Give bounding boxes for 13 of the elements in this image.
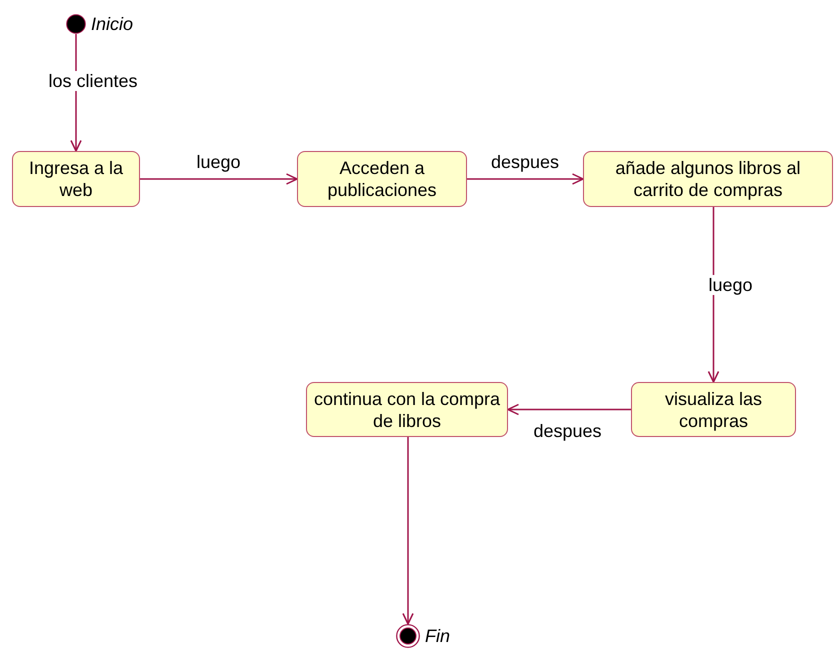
state-box: añade algunos libros al carrito de compras xyxy=(583,151,833,207)
state-caption: Inicio xyxy=(91,13,134,35)
state-box: Ingresa a la web xyxy=(12,151,140,207)
transition-arrow xyxy=(402,437,414,625)
state-box: continua con la compra de libros xyxy=(306,382,508,437)
state-box: Acceden a publicaciones xyxy=(297,151,467,207)
state-caption: Fin xyxy=(425,625,450,647)
transition-arrow xyxy=(140,173,298,185)
edge-label: despues xyxy=(488,152,562,172)
transition-arrow xyxy=(467,173,584,185)
transition-arrow xyxy=(507,404,631,416)
transition-arrow xyxy=(708,207,720,383)
state-box: visualiza las compras xyxy=(631,382,796,437)
